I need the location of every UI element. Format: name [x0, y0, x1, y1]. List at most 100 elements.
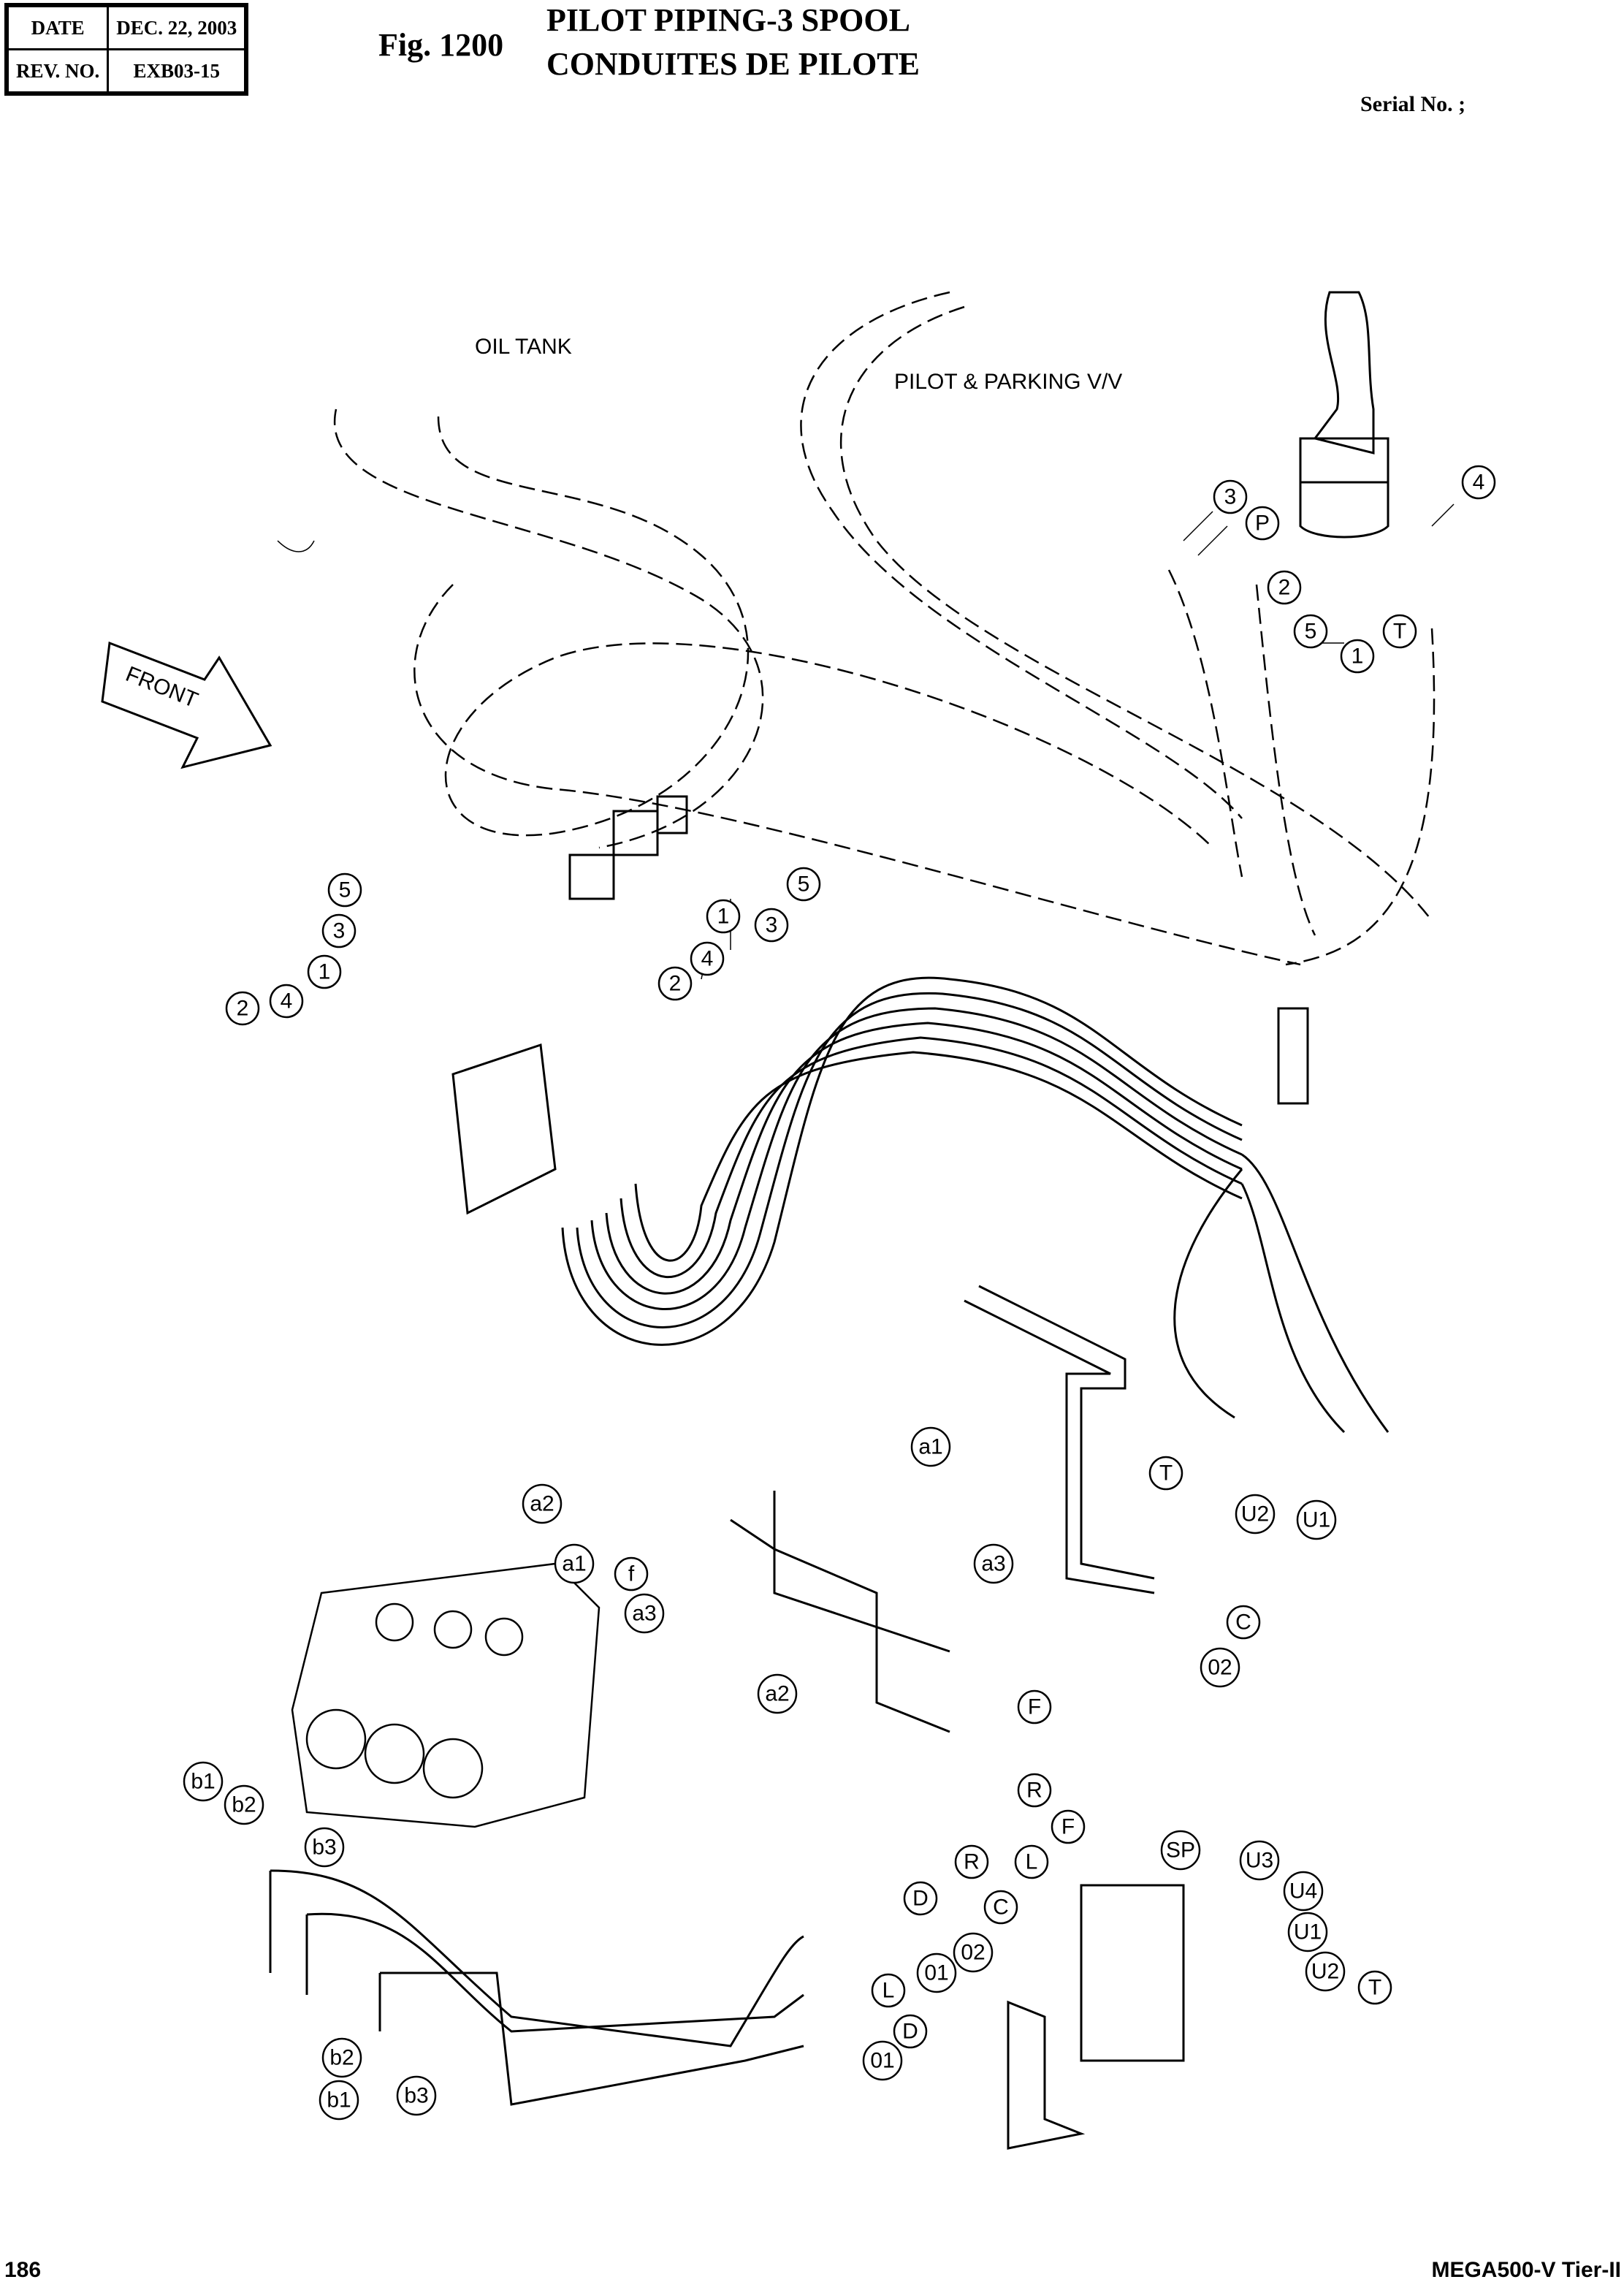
callout-4: 4 [1461, 465, 1496, 500]
rev-value: EXB03-15 [107, 48, 248, 95]
callout-text: T [1368, 1976, 1381, 2000]
callout-text: 3 [766, 913, 778, 938]
callout-circle [225, 991, 260, 1026]
serial-number: Serial No. ; [1360, 92, 1466, 116]
callout-D: D [903, 1881, 938, 1916]
callout-circle [862, 2040, 903, 2081]
callout-b3: b3 [396, 2075, 437, 2116]
callout-circle [327, 872, 362, 908]
front-label: FRONT [122, 662, 201, 712]
callout-5: 5 [786, 867, 821, 902]
callout-text: 3 [1224, 485, 1237, 509]
callout-text: SP [1166, 1838, 1195, 1863]
callout-text: R [1026, 1779, 1042, 1803]
callout-text: a1 [918, 1435, 942, 1459]
callout-circle [871, 1973, 906, 2008]
callout-T: T [1357, 1970, 1392, 2005]
callout-circle [954, 1844, 989, 1879]
callout-C: C [1226, 1605, 1261, 1640]
callout-circle [1296, 1499, 1337, 1540]
callout-circle [1357, 1970, 1392, 2005]
title-english: PILOT PIPING-3 SPOOL [546, 2, 910, 38]
callout-text: R [964, 1850, 980, 1874]
callout-text: U4 [1289, 1879, 1317, 1904]
callout-b1: b1 [183, 1761, 224, 1802]
callout-text: 02 [1208, 1656, 1232, 1680]
callout-text: a3 [981, 1552, 1005, 1576]
callout-circle [953, 1932, 994, 1973]
callout-text: a3 [632, 1602, 656, 1626]
callout-text: D [912, 1887, 929, 1911]
callout-a1: a1 [554, 1543, 595, 1584]
callout-text: a2 [530, 1492, 554, 1516]
callout-circle [1160, 1830, 1201, 1871]
callout-text: 5 [798, 872, 810, 897]
callout-text: U1 [1294, 1920, 1322, 1944]
callout-b3: b3 [304, 1827, 345, 1868]
callout-U2: U2 [1235, 1494, 1276, 1535]
callout-text: C [1235, 1611, 1251, 1635]
callout-R: R [954, 1844, 989, 1879]
callout-circle [321, 913, 357, 948]
callout-circle [624, 1593, 665, 1634]
callout-02: 02 [953, 1932, 994, 1973]
callout-circle [893, 2014, 928, 2049]
callout-b2: b2 [321, 2037, 362, 2078]
callout-text: 01 [870, 2049, 894, 2073]
callout-U4: U4 [1283, 1871, 1324, 1912]
callout-T: T [1382, 614, 1417, 649]
callout-text: 1 [319, 960, 331, 984]
joystick-lever [1299, 291, 1389, 539]
callout-text: L [882, 1979, 895, 2003]
callout-U2: U2 [1305, 1951, 1346, 1992]
callout-circle [903, 1881, 938, 1916]
date-value: DEC. 22, 2003 [107, 4, 248, 50]
callout-circle [1051, 1809, 1086, 1844]
callout-text: T [1393, 620, 1406, 644]
callout-text: b2 [329, 2046, 354, 2070]
callout-circle [973, 1543, 1014, 1584]
callout-circle [1267, 570, 1302, 605]
rev-label: REV. NO. [5, 48, 110, 95]
callout-circle [916, 1952, 957, 1993]
callout-R: R [1017, 1773, 1052, 1808]
callout-circle [757, 1673, 798, 1714]
callout-text: b3 [312, 1836, 336, 1860]
callout-L: L [1014, 1844, 1049, 1879]
callout-circle [522, 1483, 563, 1524]
callout-U1: U1 [1287, 1912, 1328, 1952]
callout-text: 2 [1278, 576, 1291, 600]
callout-text: U1 [1303, 1508, 1330, 1532]
callout-circle [1340, 639, 1375, 674]
callout-circle [1245, 506, 1280, 541]
callout-text: D [902, 2020, 918, 2044]
callout-2: 2 [657, 966, 693, 1001]
callout-text: 5 [339, 878, 351, 902]
title-french: CONDUITES DE PILOTE [546, 46, 920, 82]
callout-L: L [871, 1973, 906, 2008]
callout-T: T [1148, 1456, 1183, 1491]
callout-circle [754, 908, 789, 943]
callout-b1: b1 [319, 2080, 359, 2121]
callout-text: 4 [1473, 471, 1485, 495]
callout-4: 4 [690, 941, 725, 976]
callout-text: U3 [1246, 1849, 1273, 1873]
callout-text: 3 [333, 919, 346, 943]
callout-3: 3 [321, 913, 357, 948]
callout-2: 2 [1267, 570, 1302, 605]
callout-text: 5 [1305, 620, 1317, 644]
callout-circle [269, 984, 304, 1019]
callout-circle [1239, 1840, 1280, 1881]
callout-P: P [1245, 506, 1280, 541]
callout-text: 01 [924, 1961, 948, 1985]
callout-circle [1200, 1647, 1240, 1688]
callout-circle [706, 899, 741, 934]
callout-5: 5 [1293, 614, 1328, 649]
callout-text: b2 [232, 1793, 256, 1817]
callout-4: 4 [269, 984, 304, 1019]
callout-2: 2 [225, 991, 260, 1026]
callout-circle [1148, 1456, 1183, 1491]
callout-circle [224, 1784, 264, 1825]
